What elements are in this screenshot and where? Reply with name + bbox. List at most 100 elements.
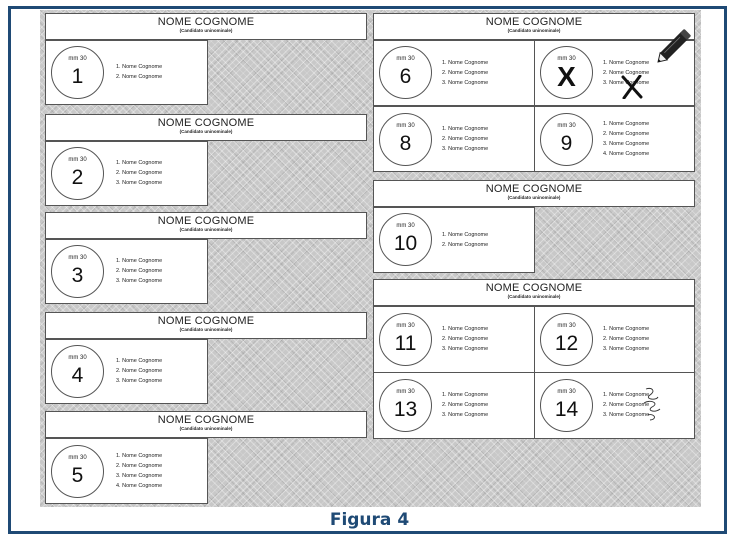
list-symbol-circle: mm 30 14 — [540, 379, 593, 432]
list-cell-1[interactable]: mm 30 1 1. Nome Cognome 2. Nome Cognome — [45, 40, 208, 105]
list-cell-6[interactable]: mm 30 6 1. Nome Cognome 2. Nome Cognome … — [373, 40, 535, 106]
list-symbol-circle: mm 30 12 — [540, 313, 593, 366]
candidate-list: 1. Nome Cognome 2. Nome Cognome 3. Nome … — [116, 356, 162, 386]
header-name: NOME COGNOME — [485, 183, 583, 195]
list-cell-5[interactable]: mm 30 5 1. Nome Cognome 2. Nome Cognome … — [45, 438, 208, 504]
list-symbol-circle: mm 30 1 — [51, 46, 104, 99]
size-label: mm 30 — [557, 323, 576, 329]
candidate-name: 3. Nome Cognome — [116, 180, 163, 186]
candidate-name: 4. Nome Cognome — [603, 151, 650, 157]
size-label: mm 30 — [68, 255, 87, 261]
list-cell-10[interactable]: mm 30 10 1. Nome Cognome 2. Nome Cognome — [373, 207, 535, 273]
list-symbol-circle: mm 30 6 — [379, 46, 432, 99]
list-number: 8 — [399, 132, 412, 155]
candidate-name: 3. Nome Cognome — [442, 346, 489, 352]
candidate-name: 1. Nome Cognome — [116, 160, 163, 166]
candidate-name: 2. Nome Cognome — [442, 70, 489, 76]
list-cell-8[interactable]: mm 30 8 1. Nome Cognome 2. Nome Cognome … — [373, 106, 535, 172]
pencil-icon — [657, 29, 691, 63]
group-2-header: NOME COGNOME (Candidato uninominale) — [45, 114, 367, 141]
list-number: 13 — [393, 398, 418, 421]
candidate-list: 1. Nome Cognome 2. Nome Cognome 3. Nome … — [116, 256, 162, 286]
candidate-list: 1. Nome Cognome 2. Nome Cognome 3. Nome … — [442, 124, 488, 154]
size-label: mm 30 — [557, 389, 576, 395]
list-symbol-circle: mm 30 8 — [379, 113, 432, 166]
list-cell-12[interactable]: mm 30 12 1. Nome Cognome 2. Nome Cognome… — [534, 306, 695, 373]
candidate-list: 1. Nome Cognome 2. Nome Cognome — [442, 230, 488, 250]
list-symbol-circle: mm 30 2 — [51, 147, 104, 200]
size-label: mm 30 — [396, 223, 415, 229]
list-number: 5 — [71, 464, 84, 487]
list-cell-11[interactable]: mm 30 11 1. Nome Cognome 2. Nome Cognome… — [373, 306, 535, 373]
candidate-name: 3. Nome Cognome — [116, 278, 163, 284]
candidate-name: 1. Nome Cognome — [116, 453, 163, 459]
list-cell-4[interactable]: mm 30 4 1. Nome Cognome 2. Nome Cognome … — [45, 339, 208, 404]
size-label: mm 30 — [68, 157, 87, 163]
candidate-name: 1. Nome Cognome — [603, 392, 650, 398]
list-cell-13[interactable]: mm 30 13 1. Nome Cognome 2. Nome Cognome… — [373, 372, 535, 439]
list-cell-9[interactable]: mm 30 9 1. Nome Cognome 2. Nome Cognome … — [534, 106, 695, 172]
candidate-name: 1. Nome Cognome — [442, 326, 489, 332]
candidate-name: 1. Nome Cognome — [116, 258, 163, 264]
candidate-name: 2. Nome Cognome — [603, 402, 650, 408]
header-subtitle: (Candidato uninominale) — [179, 327, 233, 332]
list-cell-2[interactable]: mm 30 2 1. Nome Cognome 2. Nome Cognome … — [45, 141, 208, 206]
list-symbol-circle: mm 30 X — [540, 46, 593, 99]
group-8-header: NOME COGNOME (Candidato uninominale) — [373, 279, 695, 306]
candidate-name: 2. Nome Cognome — [603, 70, 650, 76]
candidate-name: 1. Nome Cognome — [442, 60, 489, 66]
candidate-name: 3. Nome Cognome — [603, 80, 650, 86]
candidate-name: 2. Nome Cognome — [116, 170, 163, 176]
group-1-header: NOME COGNOME (Candidato uninominale) — [45, 13, 367, 40]
candidate-list: 1. Nome Cognome 2. Nome Cognome 3. Nome … — [442, 324, 488, 354]
header-name: NOME COGNOME — [157, 117, 255, 129]
vote-x-mark-icon: X — [557, 61, 576, 92]
group-5-header: NOME COGNOME (Candidato uninominale) — [45, 411, 367, 438]
candidate-list: 1. Nome Cognome 2. Nome Cognome 3. Nome … — [116, 451, 162, 491]
candidate-name: 1. Nome Cognome — [442, 232, 489, 238]
list-number: 14 — [554, 398, 579, 421]
list-number: 12 — [554, 332, 579, 355]
candidate-name: 1. Nome Cognome — [116, 64, 163, 70]
header-subtitle: (Candidato uninominale) — [179, 28, 233, 33]
x-mark-icon — [621, 75, 643, 99]
list-number: 1 — [71, 65, 84, 88]
header-subtitle: (Candidato uninominale) — [179, 227, 233, 232]
group-4-header: NOME COGNOME (Candidato uninominale) — [45, 312, 367, 339]
candidate-name: 2. Nome Cognome — [442, 242, 489, 248]
group-3-header: NOME COGNOME (Candidato uninominale) — [45, 212, 367, 239]
candidate-name: 1. Nome Cognome — [603, 326, 650, 332]
group-7-header: NOME COGNOME (Candidato uninominale) — [373, 180, 695, 207]
list-symbol-circle: mm 30 13 — [379, 379, 432, 432]
size-label: mm 30 — [68, 455, 87, 461]
list-number: 2 — [71, 166, 84, 189]
candidate-name: 1. Nome Cognome — [116, 358, 163, 364]
list-symbol-circle: mm 30 4 — [51, 345, 104, 398]
candidate-list: 1. Nome Cognome 2. Nome Cognome 3. Nome … — [442, 58, 488, 88]
header-name: NOME COGNOME — [157, 414, 255, 426]
candidate-list: 1. Nome Cognome 2. Nome Cognome 3. Nome … — [603, 119, 649, 159]
header-subtitle: (Candidato uninominale) — [507, 294, 561, 299]
size-label: mm 30 — [68, 355, 87, 361]
list-number: 10 — [393, 232, 418, 255]
candidate-name: 3. Nome Cognome — [442, 146, 489, 152]
group-6-header: NOME COGNOME (Candidato uninominale) — [373, 13, 695, 40]
candidate-name: 3. Nome Cognome — [603, 141, 650, 147]
candidate-list: 1. Nome Cognome 2. Nome Cognome 3. Nome … — [603, 324, 649, 354]
size-label: mm 30 — [396, 323, 415, 329]
size-label: mm 30 — [396, 389, 415, 395]
candidate-name: 3. Nome Cognome — [603, 346, 650, 352]
candidate-name: 1. Nome Cognome — [442, 392, 489, 398]
list-symbol-circle: mm 30 11 — [379, 313, 432, 366]
header-subtitle: (Candidato uninominale) — [507, 28, 561, 33]
list-number: 3 — [71, 264, 84, 287]
candidate-name: 2. Nome Cognome — [116, 74, 163, 80]
list-cell-14[interactable]: mm 30 14 1. Nome Cognome 2. Nome Cognome… — [534, 372, 695, 439]
list-symbol-circle: mm 30 5 — [51, 445, 104, 498]
candidate-name: 2. Nome Cognome — [442, 336, 489, 342]
list-cell-3[interactable]: mm 30 3 1. Nome Cognome 2. Nome Cognome … — [45, 239, 208, 304]
list-symbol-circle: mm 30 3 — [51, 245, 104, 298]
header-subtitle: (Candidato uninominale) — [507, 195, 561, 200]
header-subtitle: (Candidato uninominale) — [179, 426, 233, 431]
size-label: mm 30 — [396, 123, 415, 129]
